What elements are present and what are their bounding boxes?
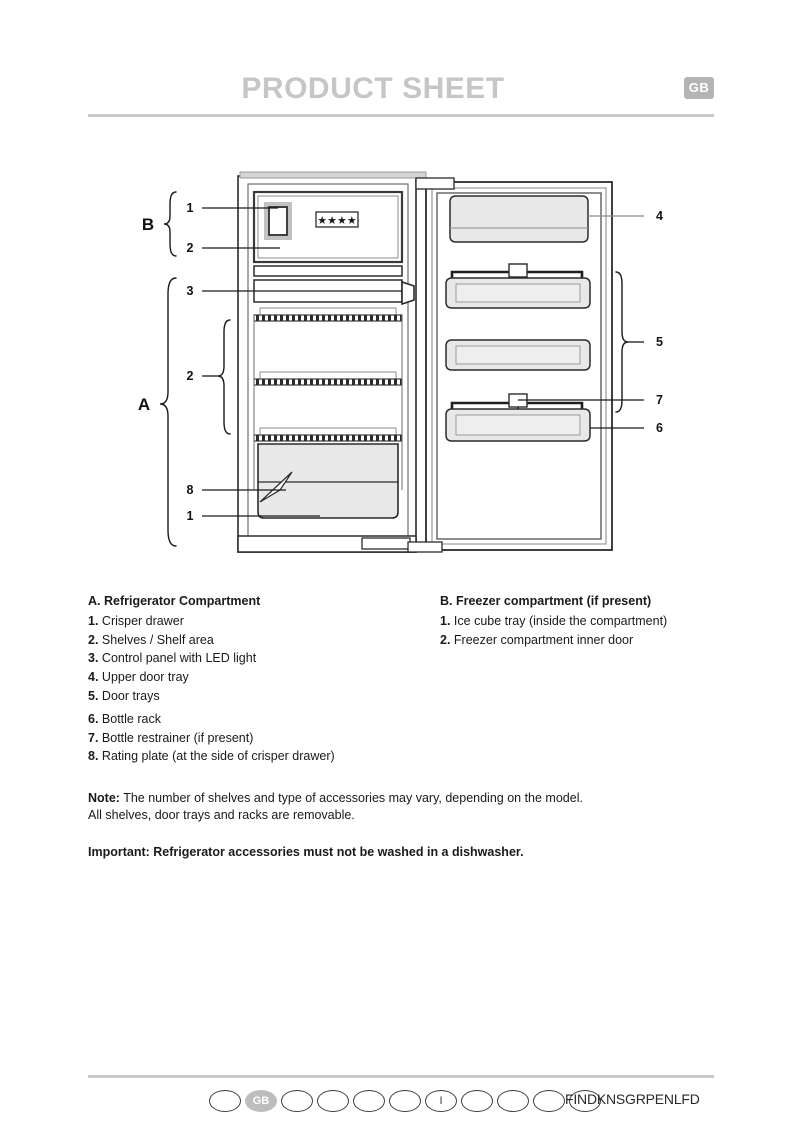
legend-column-freezer: B. Freezer compartment (if present) 1. I…	[440, 592, 710, 649]
svg-text:1: 1	[187, 509, 194, 523]
legend-label-b1: Ice cube tray (inside the compartment)	[453, 613, 668, 628]
legend-item-b2: 2. Freezer compartment inner door	[440, 631, 710, 650]
header-divider	[88, 114, 714, 117]
svg-text:A: A	[138, 395, 150, 414]
svg-text:5: 5	[656, 335, 663, 349]
notes-section: Note: The number of shelves and type of …	[88, 790, 708, 861]
legend-item-b1: 1. Ice cube tray (inside the compartment…	[440, 612, 710, 631]
note-text-1: The number of shelves and type of access…	[119, 791, 583, 805]
legend-num-a4: 4.	[88, 670, 99, 685]
legend-num-a8: 8.	[88, 749, 99, 764]
page-footer: GB I FINDKNSGRPENLFD	[88, 1088, 714, 1122]
legend-heading-a: A. Refrigerator Compartment	[88, 594, 261, 608]
legend-num-a2: 2.	[88, 632, 99, 647]
page-title: PRODUCT SHEET	[241, 72, 505, 105]
language-marker-4	[317, 1090, 349, 1112]
legend-label-a2: Shelves / Shelf area	[101, 632, 214, 647]
legend-label-a8: Rating plate (at the side of crisper dra…	[101, 749, 335, 764]
svg-text:1: 1	[187, 201, 194, 215]
legend-num-a3: 3.	[88, 651, 99, 666]
legend-label-a3: Control panel with LED light	[101, 651, 257, 666]
language-marker-11	[569, 1090, 601, 1112]
language-marker-3	[281, 1090, 313, 1112]
legend-label-a5: Door trays	[101, 688, 160, 703]
language-marker-6	[389, 1090, 421, 1112]
legend-column-refrigerator: A. Refrigerator Compartment 1. Crisper d…	[88, 592, 418, 766]
note-lead: Note:	[88, 791, 120, 805]
legend-num-a5: 5.	[88, 688, 99, 703]
refrigerator-diagram: ★★★★	[130, 160, 690, 570]
language-marker-10	[533, 1090, 565, 1112]
svg-text:2: 2	[187, 369, 194, 383]
language-marker-9	[497, 1090, 529, 1112]
legend-item-a5: 5. Door trays	[88, 687, 418, 706]
legend-item-a6: 6. Bottle rack	[88, 710, 418, 729]
important-notice: Important: Refrigerator accessories must…	[88, 845, 524, 859]
legend-label-a4: Upper door tray	[101, 670, 189, 685]
language-marker-gb: GB	[245, 1090, 277, 1112]
language-codes: FINDKNSGRPENLFD	[565, 1091, 700, 1107]
svg-text:8: 8	[187, 483, 194, 497]
legend-label-a6: Bottle rack	[101, 711, 161, 726]
legend-item-a4: 4. Upper door tray	[88, 668, 418, 687]
legend-heading-b: B. Freezer compartment (if present)	[440, 594, 652, 608]
legend-item-a8: 8. Rating plate (at the side of crisper …	[88, 747, 418, 766]
legend-num-a6: 6.	[88, 711, 99, 726]
legend-label-a1: Crisper drawer	[101, 613, 184, 628]
legend-num-a7: 7.	[88, 730, 99, 745]
legend-num-a1: 1.	[88, 613, 99, 628]
language-marker-row: GB I	[209, 1090, 601, 1112]
svg-text:3: 3	[187, 284, 194, 298]
legend-label-a7: Bottle restrainer (if present)	[101, 730, 254, 745]
legend-num-b2: 2.	[440, 632, 451, 647]
legend-item-a1: 1. Crisper drawer	[88, 612, 418, 631]
svg-text:★★★★: ★★★★	[317, 214, 357, 227]
note-line-1: Note: The number of shelves and type of …	[88, 790, 708, 807]
legend-item-a2: 2. Shelves / Shelf area	[88, 631, 418, 650]
language-marker-1	[209, 1090, 241, 1112]
legend-num-b1: 1.	[440, 613, 451, 628]
footer-divider	[88, 1075, 714, 1078]
svg-text:2: 2	[187, 241, 194, 255]
language-marker-i: I	[425, 1090, 457, 1112]
legend-item-a3: 3. Control panel with LED light	[88, 649, 418, 668]
legend-label-b2: Freezer compartment inner door	[453, 632, 634, 647]
page-header: PRODUCT SHEET GB	[88, 72, 714, 120]
svg-text:B: B	[142, 215, 154, 234]
svg-text:6: 6	[656, 421, 663, 435]
svg-text:7: 7	[656, 393, 663, 407]
language-badge: GB	[684, 77, 714, 99]
language-marker-8	[461, 1090, 493, 1112]
language-marker-5	[353, 1090, 385, 1112]
note-line-2: All shelves, door trays and racks are re…	[88, 808, 355, 822]
legend-item-a7: 7. Bottle restrainer (if present)	[88, 729, 418, 748]
svg-text:4: 4	[656, 209, 663, 223]
